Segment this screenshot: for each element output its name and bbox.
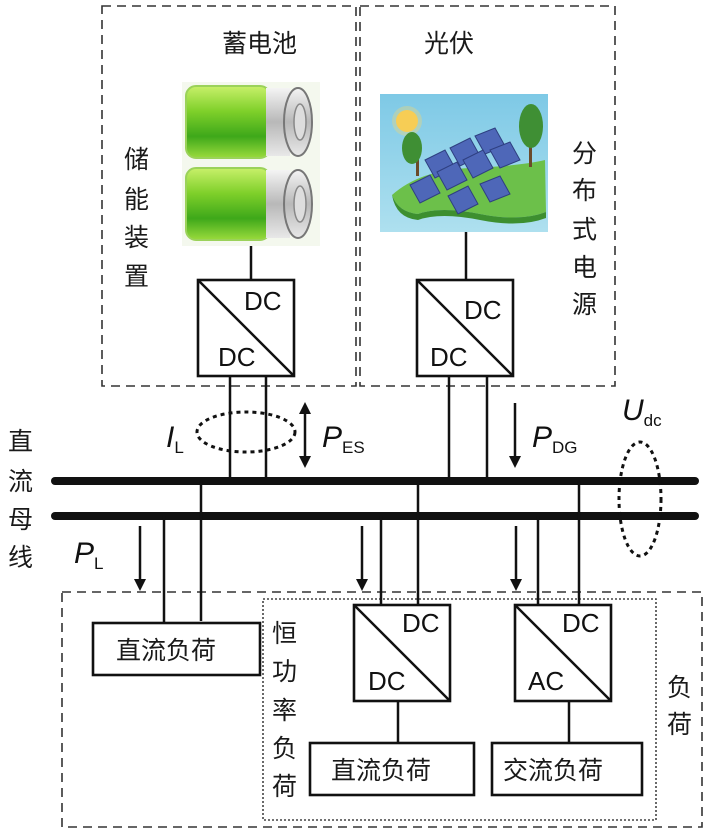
dc-load: 直流负荷: [91, 621, 262, 677]
battery-icon: [182, 82, 320, 246]
cpl-dc-load: 直流负荷: [308, 741, 476, 797]
cpl-ac-power-arrow: [510, 526, 522, 591]
cpl-label: 恒 功 率 负 荷: [272, 619, 297, 801]
cpl-boundary: [262, 598, 657, 821]
pv-side-char: 式: [572, 215, 597, 244]
pv-side-char: 源: [572, 290, 597, 319]
pv-dcdc-converter: DC DC: [415, 278, 515, 378]
pv-boundary: [359, 5, 616, 387]
p-dg-arrow: [509, 403, 521, 468]
storage-side-char: 储: [124, 145, 149, 174]
cpl-dcdc-converter: DC DC: [352, 603, 452, 703]
pv-group: 光伏 分 布 式 电 源: [359, 5, 616, 387]
loads-label-char: 荷: [667, 710, 692, 739]
pv-side-char: 布: [572, 176, 597, 205]
bus-label-char: 直: [8, 427, 33, 456]
converter-bottom-label: DC: [430, 342, 468, 372]
pv-title: 光伏: [424, 29, 474, 58]
ac-load-label: 交流负荷: [503, 756, 603, 785]
converter-top-label: DC: [402, 608, 440, 638]
loads-group-label: 负 荷: [667, 673, 692, 739]
converter-bottom-label: DC: [368, 666, 406, 696]
pv-side-char: 电: [572, 253, 597, 282]
converter-bottom-label: DC: [218, 342, 256, 372]
loads-label-char: 负: [667, 673, 692, 702]
bus-label-char: 流: [8, 467, 33, 496]
current-sensor-ellipse: [195, 410, 297, 454]
cpl-dcac-converter: DC AC: [513, 603, 613, 703]
pv-side-label: 分 布 式 电 源: [572, 139, 597, 319]
dc-load-label: 直流负荷: [116, 636, 216, 665]
cpl-dc-power-arrow: [356, 526, 368, 591]
storage-title: 蓄电池: [222, 29, 297, 58]
pv-side-char: 分: [572, 139, 597, 168]
cpl-label-char: 功: [272, 657, 297, 686]
storage-side-char: 装: [124, 223, 149, 252]
bus-label-char: 母: [8, 505, 33, 534]
storage-group: 蓄电池 储 能 装 置 DC: [101, 5, 357, 387]
ac-load: 交流负荷: [490, 741, 644, 797]
current-label: IL: [166, 421, 184, 457]
cpl-label-char: 荷: [272, 772, 297, 801]
p-es-arrow: [299, 402, 311, 468]
cpl-label-char: 恒: [272, 619, 297, 648]
converter-top-label: DC: [464, 295, 502, 325]
storage-side-char: 置: [124, 262, 149, 291]
bus-label-char: 线: [8, 543, 33, 572]
storage-boundary: [101, 5, 357, 387]
cpl-label-char: 率: [272, 696, 297, 725]
converter-bottom-label: AC: [528, 666, 564, 696]
p-l-label: PL: [74, 537, 103, 573]
voltage-sensor-ellipse: [617, 440, 663, 558]
converter-top-label: DC: [244, 286, 282, 316]
cpl-label-char: 负: [272, 734, 297, 763]
p-dg-label: PDG: [532, 421, 578, 457]
storage-dcdc-converter: DC DC: [196, 278, 296, 378]
p-l-arrow: [134, 526, 146, 591]
storage-side-label: 储 能 装 置: [124, 145, 149, 291]
storage-side-char: 能: [124, 185, 149, 214]
cpl-dc-load-label: 直流负荷: [331, 756, 431, 785]
p-es-label: PES: [322, 421, 365, 457]
voltage-label: Udc: [622, 394, 662, 430]
bus-label: 直 流 母 线: [8, 427, 33, 572]
dc-bus: [51, 477, 699, 520]
converter-top-label: DC: [562, 608, 600, 638]
solar-panel-icon: [380, 94, 548, 232]
